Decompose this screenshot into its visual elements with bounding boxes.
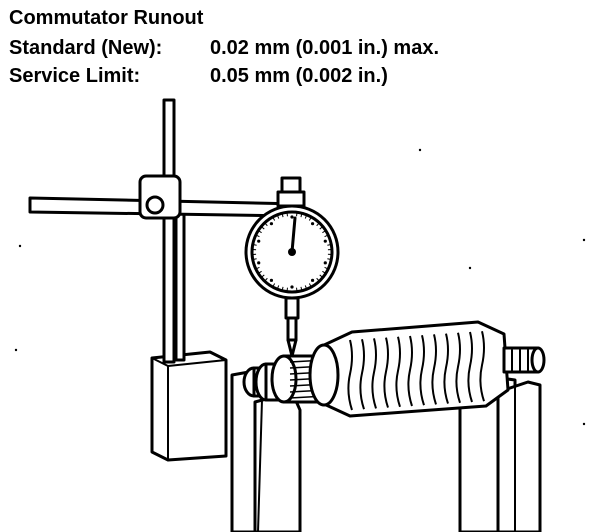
dial-tick (260, 226, 265, 230)
spec-title: Commutator Runout (9, 7, 204, 29)
core-slot (395, 336, 401, 408)
dial-tick (281, 286, 284, 291)
core-slot (479, 330, 485, 402)
armature (242, 320, 546, 418)
dial-tick (322, 270, 327, 274)
dial-tick (255, 266, 260, 270)
dial-tick (324, 266, 329, 270)
dial-tick (276, 285, 280, 290)
dial-tick (316, 277, 320, 282)
gauge-needle (290, 216, 297, 254)
dial-tick (281, 213, 284, 218)
dial-tick (327, 244, 332, 246)
dial-tick (264, 222, 268, 227)
core-slot (347, 339, 353, 411)
service-limit-label: Service Limit: (9, 65, 141, 87)
dial-tick (269, 222, 274, 226)
core-slot (383, 337, 389, 408)
dial-tick (323, 261, 327, 265)
indicator-arm (28, 174, 302, 220)
dial-tick (257, 261, 261, 265)
core-slot (407, 335, 413, 407)
dial-tick (327, 258, 332, 260)
print-speckles (14, 148, 586, 426)
dial-tick (286, 287, 288, 292)
magnetic-base (150, 350, 228, 462)
dial-tick (310, 278, 315, 282)
dial-tick (290, 285, 294, 289)
dial-tick (296, 212, 298, 217)
dial-tick (308, 283, 312, 288)
dial-tick (300, 286, 303, 291)
standard-value: 0.02 mm (0.001 in.) max. (210, 37, 440, 59)
core-slot (359, 338, 365, 410)
standard-label: Standard (New): (9, 37, 163, 59)
core-slot (467, 331, 473, 403)
dial-tick (304, 285, 308, 290)
dial-tick (260, 274, 265, 278)
dial-tick (296, 287, 298, 292)
core-slot (431, 334, 437, 405)
dial-tick (319, 226, 324, 230)
dial-tick (272, 283, 276, 288)
dial-tick (310, 222, 315, 226)
dial-tick (308, 216, 312, 221)
dial-tick (269, 278, 274, 282)
dial-tick (276, 214, 280, 219)
dial-tick (290, 215, 294, 219)
dial-tick (252, 258, 257, 260)
dial-tick (304, 214, 308, 219)
dial-tick (319, 274, 324, 278)
dial-tick (257, 230, 262, 234)
dial-tick (252, 244, 257, 246)
dial-tick (316, 222, 320, 227)
dial-tick (255, 234, 260, 238)
dial-tick (324, 234, 329, 238)
dial-tick (323, 239, 327, 243)
dial-tick (300, 213, 303, 218)
core-slot (455, 332, 461, 404)
dial-indicator (244, 176, 340, 358)
core-slot (443, 333, 449, 404)
dial-tick (272, 216, 276, 221)
dial-tick (257, 270, 262, 274)
core-slot (419, 334, 425, 406)
service-limit-value: 0.05 mm (0.002 in.) (210, 65, 388, 87)
dial-tick (322, 230, 327, 234)
dial-tick (264, 277, 268, 282)
dial-tick (286, 212, 288, 217)
core-slot (371, 338, 377, 409)
dial-tick (257, 239, 261, 243)
stand-rod (162, 98, 186, 364)
